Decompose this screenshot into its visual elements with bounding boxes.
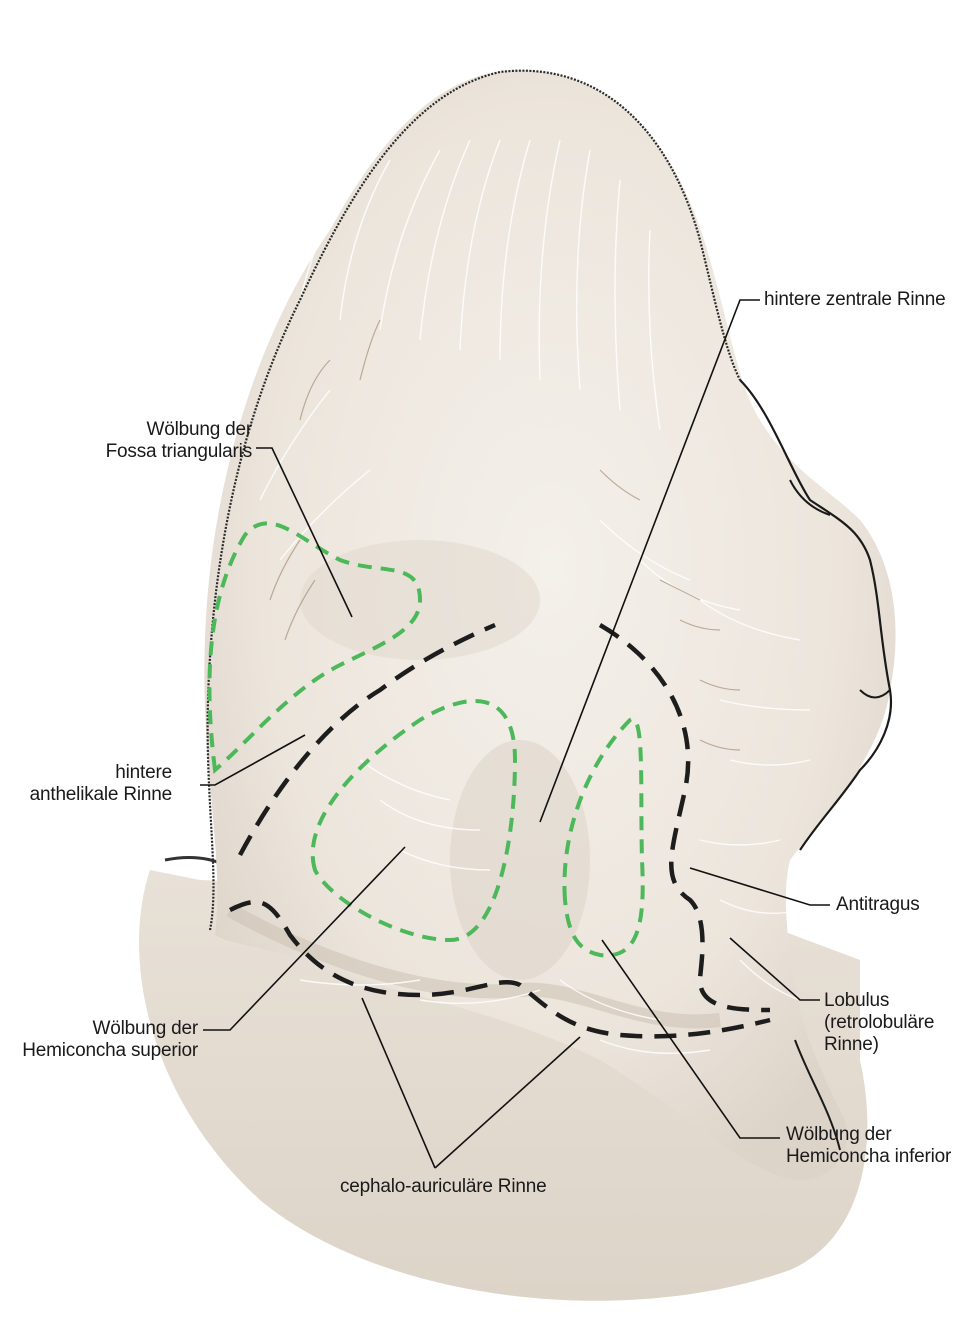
label-line-1: Wölbung der	[786, 1124, 951, 1146]
label-text: Antitragus	[836, 894, 920, 916]
label-text: cephalo-auriculäre Rinne	[340, 1176, 540, 1198]
label-line-2: anthelikale Rinne	[30, 784, 172, 806]
label-line-1: Wölbung der	[22, 1018, 198, 1040]
label-woelbung-fossa-triangularis: Wölbung der Fossa triangularis	[106, 419, 252, 463]
label-hintere-zentrale-rinne: hintere zentrale Rinne	[764, 289, 946, 311]
label-line-1: hintere	[30, 762, 172, 784]
label-line-1: Lobulus	[824, 990, 934, 1012]
label-woelbung-hemiconcha-inferior: Wölbung der Hemiconcha inferior	[786, 1124, 951, 1168]
label-line-1: Wölbung der	[106, 419, 252, 441]
label-line-2: (retrolobuläre	[824, 1012, 934, 1034]
label-cephalo-auriculaere-rinne: cephalo-auriculäre Rinne	[340, 1176, 540, 1198]
label-line-3: Rinne)	[824, 1034, 934, 1056]
label-antitragus: Antitragus	[836, 894, 920, 916]
label-line-2: Hemiconcha superior	[22, 1040, 198, 1062]
label-woelbung-hemiconcha-superior: Wölbung der Hemiconcha superior	[22, 1018, 198, 1062]
head-edge-shadow	[165, 858, 225, 865]
label-hintere-anthelikale-rinne: hintere anthelikale Rinne	[30, 762, 172, 806]
label-text: hintere zentrale Rinne	[764, 289, 946, 311]
label-line-2: Hemiconcha inferior	[786, 1146, 951, 1168]
label-line-2: Fossa triangularis	[106, 441, 252, 463]
label-lobulus: Lobulus (retrolobuläre Rinne)	[824, 990, 934, 1056]
concha-shading	[450, 740, 590, 980]
